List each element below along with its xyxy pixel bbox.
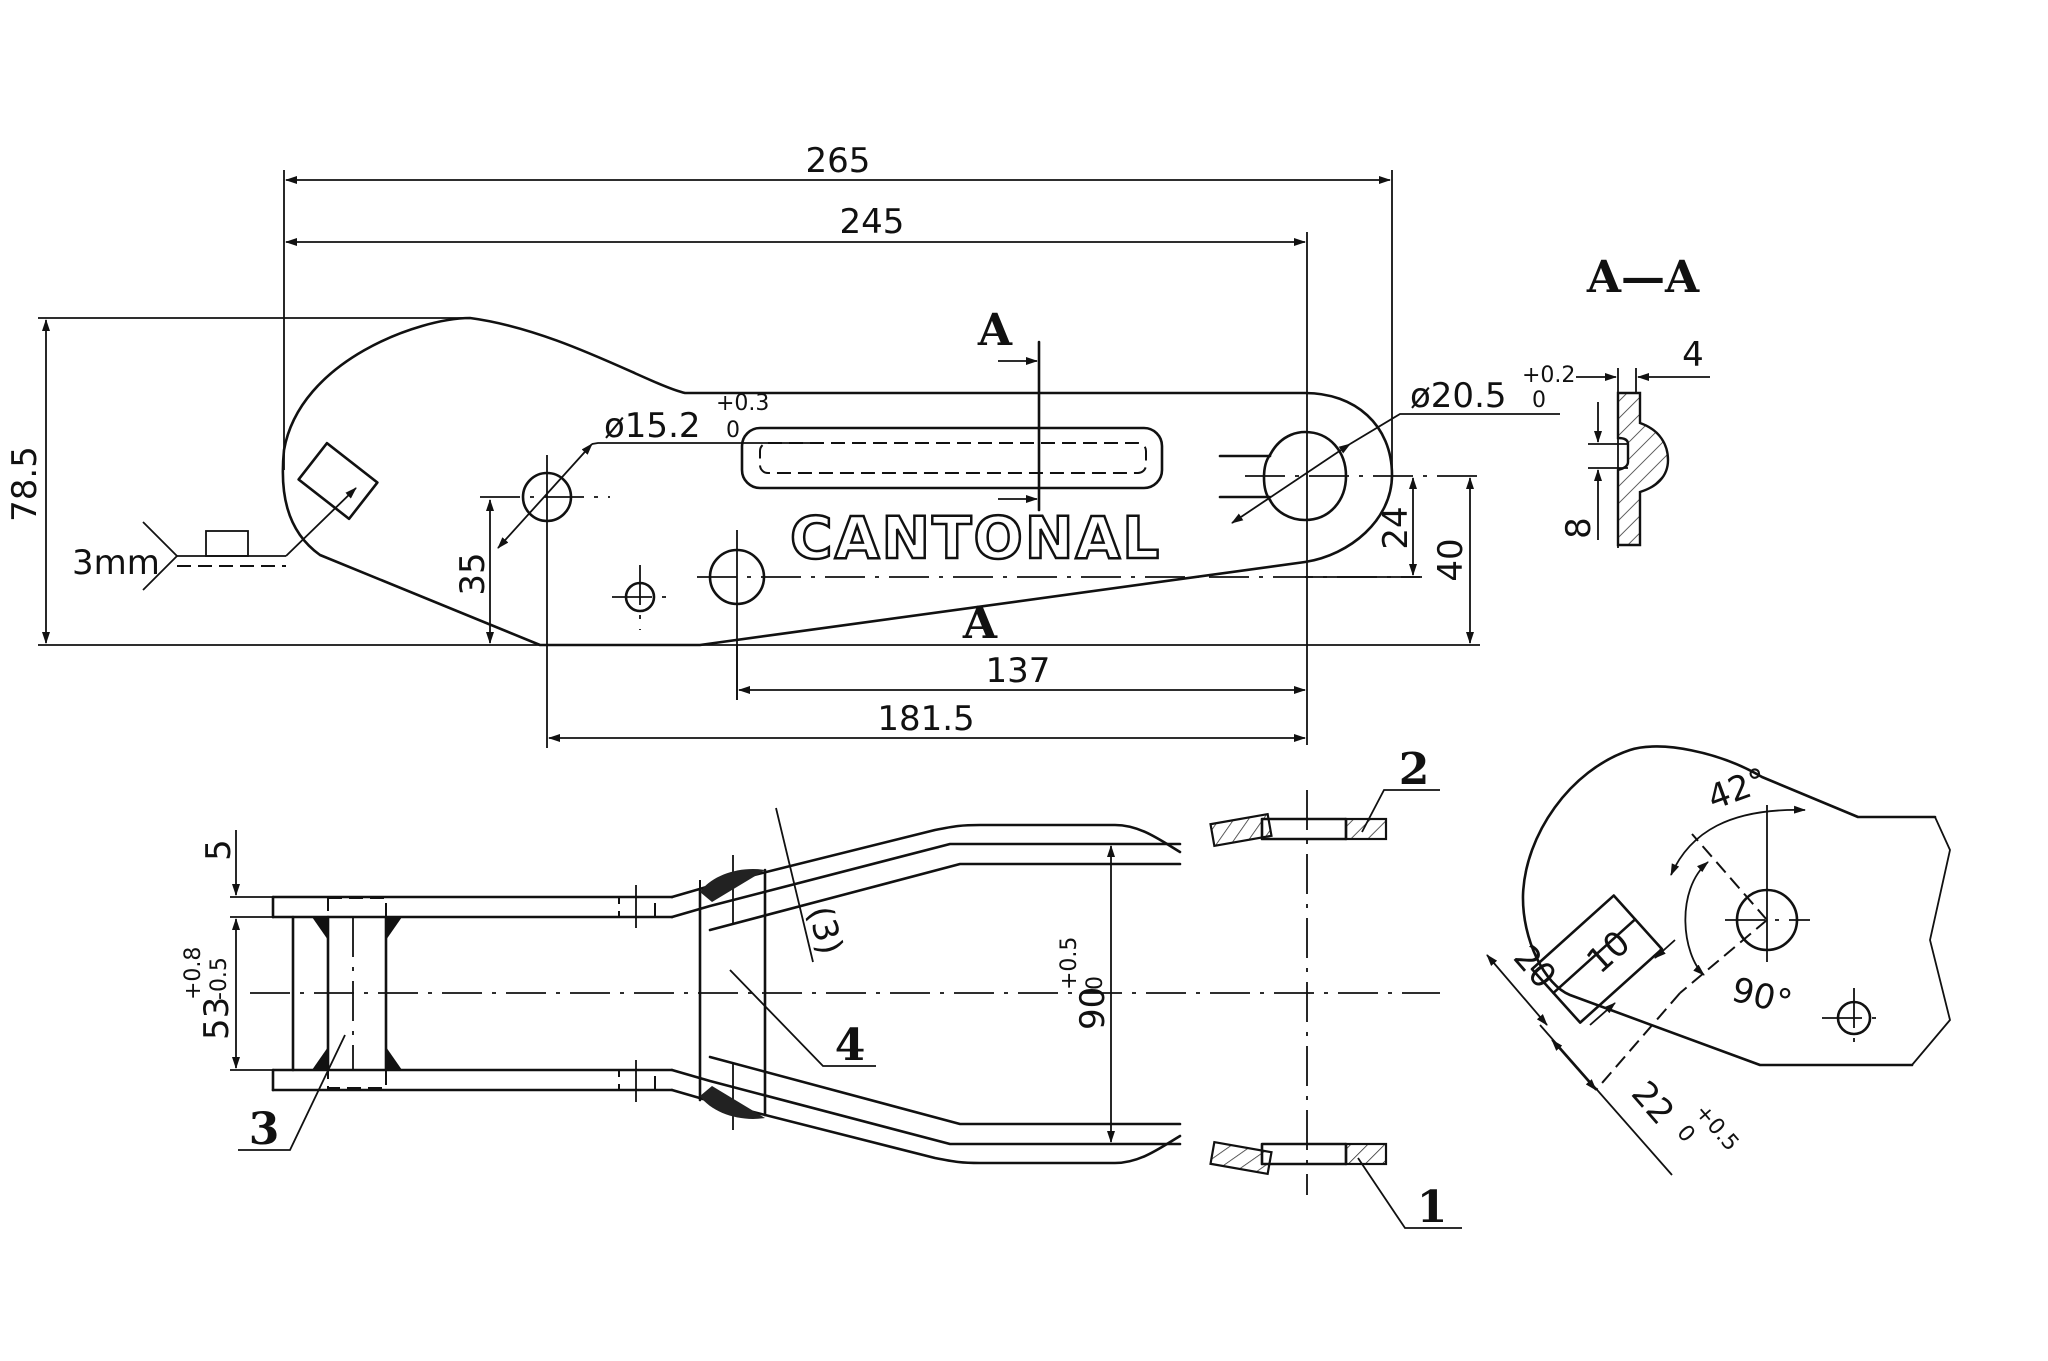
svg-text:3: 3: [249, 1104, 280, 1155]
section-line-a: A A: [962, 305, 1041, 649]
weld-size-label: 3mm: [72, 543, 160, 583]
section-bead-label: 8: [1559, 517, 1599, 539]
dim-lower-spans: 137 181.5: [546, 645, 1306, 748]
detail-view: 42° 90° 20 10 22 +0.5 0: [1486, 745, 1951, 1176]
angle-90-label: 90°: [1728, 970, 1796, 1023]
section-marker-bottom: A: [962, 598, 998, 649]
plate-thickness-label: 5: [199, 839, 239, 861]
callout-4: 4: [729, 969, 876, 1071]
dim-10-label: 10: [1579, 923, 1638, 982]
inner-width-label: 53: [197, 997, 237, 1040]
svg-text:1: 1: [1417, 1182, 1448, 1233]
large-hole-tol-lower: 0: [1532, 388, 1546, 413]
callout-1: 1: [1357, 1157, 1462, 1233]
weld-symbol: 3mm: [72, 441, 379, 591]
small-hole: ø15.2 +0.3 0: [480, 391, 810, 645]
dim-245-label: 245: [840, 202, 905, 242]
dim-24-label: 24: [1376, 506, 1416, 549]
weld-ref-label: (3): [799, 902, 850, 959]
dim-181-5-label: 181.5: [877, 699, 974, 739]
slot-hidden-edge: [759, 442, 1147, 474]
opening-tol-lower: 0: [1083, 976, 1108, 990]
plate-outline: [281, 316, 1394, 647]
top-view: 265 245 78.5 CANTONAL ø15.2 +0.3 0: [5, 141, 1575, 748]
svg-text:2: 2: [1399, 744, 1430, 795]
dim-hole-offsets: 24 40: [1305, 477, 1474, 644]
slot: [740, 426, 1164, 490]
section-view-a-a: A—A 4 8: [1559, 252, 1710, 548]
section-marker-top: A: [977, 305, 1013, 356]
svg-text:4: 4: [835, 1020, 866, 1071]
callout-2: 2: [1361, 744, 1440, 833]
small-hole-diameter: ø15.2: [604, 406, 701, 446]
dim-22-label: 22: [1623, 1074, 1682, 1133]
dim-35-label: 35: [453, 552, 493, 595]
dim-78-5-label: 78.5: [5, 446, 45, 522]
brand-logo: CANTONAL: [790, 504, 1161, 572]
callout-3: 3: [238, 1034, 346, 1155]
section-profile: [1616, 391, 1670, 547]
inner-width-tol-upper: +0.8: [181, 947, 206, 1000]
tiny-hole: [612, 565, 668, 630]
dim-overall-length: 265: [283, 141, 1393, 480]
dim-22-tol-lower: 0: [1671, 1121, 1699, 1148]
dim-overall-height: 78.5: [5, 317, 1480, 646]
opening-tol-upper: +0.5: [1057, 937, 1082, 990]
bottom-view: 5 53 +0.8 -0.5 90 +0.5 0 (3) 1 2 3 4: [181, 744, 1462, 1233]
section-thickness-label: 4: [1682, 335, 1704, 375]
opening-width-label: 90: [1073, 987, 1113, 1030]
section-title: A—A: [1586, 252, 1700, 303]
large-hole: ø20.5 +0.2 0: [1218, 363, 1575, 524]
dim-small-hole-height: 35: [453, 499, 494, 644]
angle-42-label: 42°: [1702, 760, 1772, 818]
small-hole-tol-lower: 0: [726, 418, 740, 443]
dim-40-label: 40: [1431, 538, 1471, 581]
small-hole-tol-upper: +0.3: [716, 391, 769, 416]
dim-hole-to-hole: 245: [285, 202, 1308, 745]
inner-width-tol-lower: -0.5: [207, 957, 232, 1000]
dim-265-label: 265: [806, 141, 871, 181]
large-hole-tol-upper: +0.2: [1522, 363, 1575, 388]
large-hole-diameter: ø20.5: [1410, 376, 1507, 416]
dim-137-label: 137: [986, 651, 1051, 691]
